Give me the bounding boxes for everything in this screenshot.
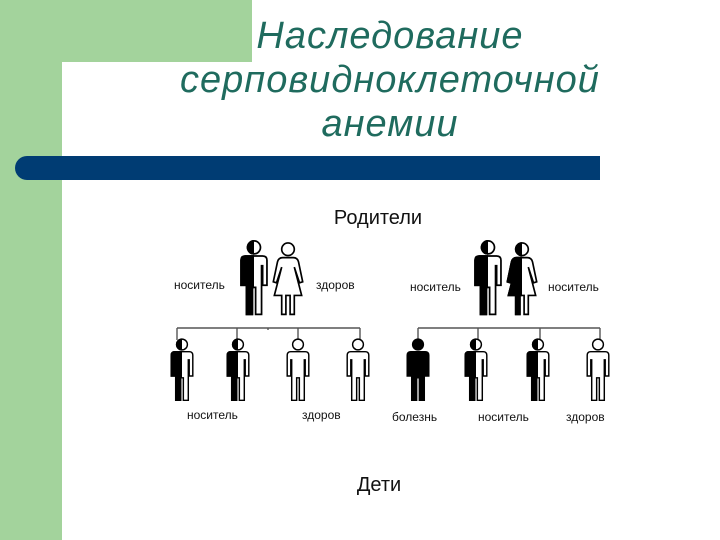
inheritance-diagram: Родители носитель здоров носитель носите… <box>170 207 610 496</box>
tree-lines <box>176 327 601 340</box>
right-father-figure <box>474 240 502 316</box>
children-label: Дети <box>357 474 401 496</box>
left-child-figure-4 <box>346 338 370 402</box>
right-mother-label: носитель <box>548 280 599 294</box>
left-child-figure-3 <box>286 338 310 402</box>
left-child-label-healthy: здоров <box>302 408 341 422</box>
green-corner-block <box>62 0 252 62</box>
left-mother-label: здоров <box>316 278 355 292</box>
right-child-label-healthy: здоров <box>566 410 605 424</box>
right-father-label: носитель <box>410 280 461 294</box>
green-side-bar <box>0 0 62 540</box>
left-child-label-carrier: носитель <box>187 408 238 422</box>
title-line-1: Наследование <box>256 15 524 57</box>
right-child-label-disease: болезнь <box>392 410 437 424</box>
parents-label: Родители <box>334 207 422 229</box>
left-child-figure-1 <box>170 338 194 402</box>
right-mother-figure <box>506 242 538 316</box>
left-child-figure-2 <box>226 338 250 402</box>
right-child-figure-4 <box>586 338 610 402</box>
right-child-figure-1 <box>406 338 430 402</box>
right-child-figure-3 <box>526 338 550 402</box>
white-rounded-corner <box>62 62 122 122</box>
title-divider-bar <box>15 156 600 180</box>
title-line-3: анемии <box>321 103 459 145</box>
left-father-label: носитель <box>174 278 225 292</box>
slide-title: Наследование серповидноклеточной анемии <box>110 14 670 146</box>
figures-layer <box>170 240 610 402</box>
left-mother-figure <box>272 242 304 316</box>
right-child-label-carrier: носитель <box>478 410 529 424</box>
left-father-figure <box>240 240 268 316</box>
right-child-figure-2 <box>464 338 488 402</box>
title-line-2: серповидноклеточной <box>180 59 600 101</box>
